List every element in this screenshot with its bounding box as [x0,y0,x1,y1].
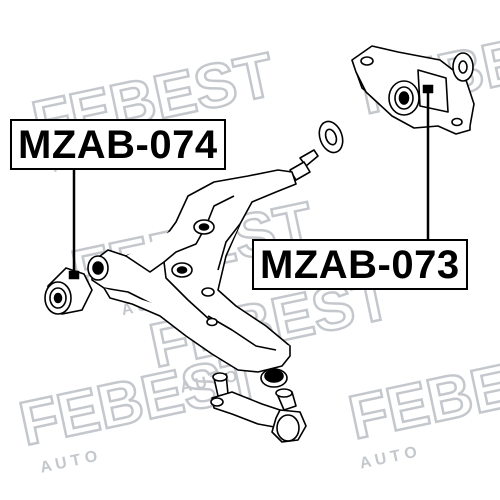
washer-icon-top [452,52,474,82]
watermark-bottom-right: FEBEST A U T O [342,333,500,472]
leader-line-074 [68,168,80,280]
washer-icon-middle [318,120,344,154]
bushing-icon [44,267,93,315]
part-label-mzab-073: MZAB-073 [252,239,468,290]
leader-line-073 [422,84,434,242]
watermark-brand-5: FEBEST [343,335,500,453]
bracket-bushing-icon [351,45,475,135]
ball-joint-icon [210,372,307,443]
nut-icon [260,368,288,388]
control-arm-icon [87,149,319,373]
part-label-mzab-074: MZAB-074 [10,119,226,170]
